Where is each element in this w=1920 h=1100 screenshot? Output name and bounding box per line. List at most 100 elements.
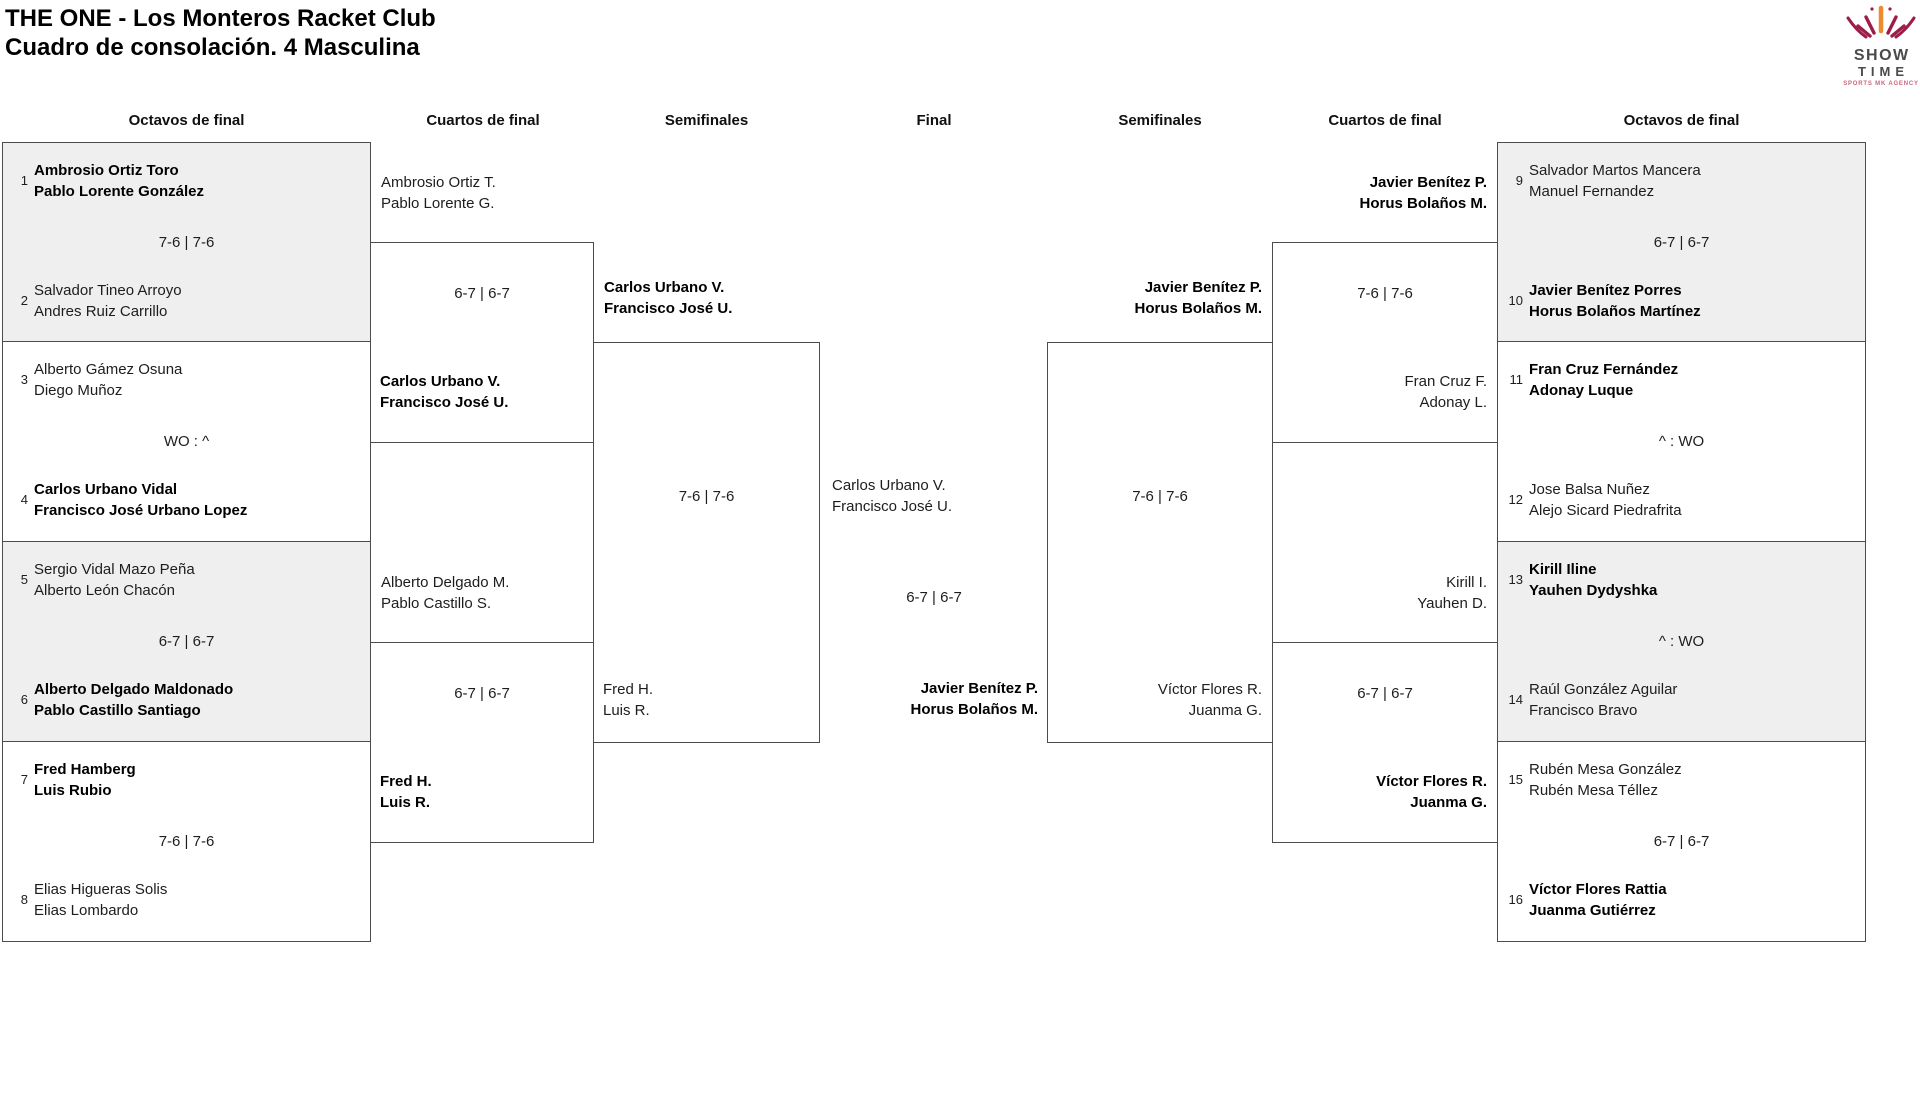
team-pair: Rubén Mesa González Rubén Mesa Téllez [1529, 759, 1682, 801]
seed-number: 1 [20, 173, 28, 188]
player-name: Kirill I. [1446, 574, 1487, 591]
match-score: 7-6 | 7-6 [1132, 488, 1188, 505]
player-name: Javier Benítez P. [920, 680, 1038, 697]
seed-number: 14 [1508, 692, 1523, 707]
logo-word-time: TIME [1857, 64, 1910, 79]
team-pair: Jose Balsa Nuñez Alejo Sicard Piedrafrit… [1529, 479, 1682, 521]
player-name: Fred Hamberg [34, 761, 136, 778]
match-score: 6-7 | 6-7 [158, 633, 215, 650]
player-name: Fran Cruz Fernández [1529, 361, 1679, 378]
match-box-qf-left-2: 6-7 | 6-7 Fred H. Luis R. [370, 642, 594, 843]
seed-number: 15 [1508, 772, 1523, 787]
player-name: Pablo Castillo Santiago [34, 702, 201, 719]
player-name: Elias Lombardo [34, 902, 139, 919]
match-cell-r16-left-3: 5 Sergio Vidal Mazo Peña Alberto León Ch… [2, 542, 371, 742]
match-score: 6-7 | 6-7 [454, 285, 510, 302]
player-name: Javier Benítez Porres [1529, 282, 1682, 299]
match-box-qf-left-1: 6-7 | 6-7 Carlos Urbano V. Francisco Jos… [370, 242, 594, 443]
match-score: 7-6 | 7-6 [1357, 285, 1413, 302]
player-name: Ambrosio Ortiz Toro [34, 162, 179, 179]
player-name: Salvador Martos Mancera [1529, 162, 1701, 179]
match-cell-r16-right-1: 9 Salvador Martos Mancera Manuel Fernand… [1497, 142, 1866, 342]
player-name: Horus Bolaños Martínez [1529, 303, 1701, 320]
player-name: Raúl González Aguilar [1529, 681, 1678, 698]
seed-number: 3 [20, 372, 28, 387]
match-box-sf-right: 7-6 | 7-6 Víctor Flores R. Juanma G. [1047, 342, 1273, 743]
logo-tagline: SPORTS MK AGENCY [1843, 81, 1919, 87]
player-name: Carlos Urbano V. [604, 279, 725, 296]
sf-left-team-a: Carlos Urbano V. Francisco José U. [604, 277, 732, 319]
showtime-logo: SHOW TIME SPORTS MK AGENCY [1842, 4, 1920, 87]
team-pair: Sergio Vidal Mazo Peña Alberto León Chac… [34, 559, 195, 601]
seed-number: 13 [1508, 572, 1523, 587]
match-score: 6-7 | 6-7 [1357, 685, 1413, 702]
player-name: Pablo Lorente González [34, 183, 205, 200]
qf-right-1-team-a: Javier Benítez P. Horus Bolaños M. [1281, 172, 1487, 214]
match-cell-r16-left-2: 3 Alberto Gámez Osuna Diego Muñoz WO : ^… [2, 342, 371, 542]
player-name: Kirill Iline [1529, 561, 1597, 578]
qf-left-2-team-b: Fred H. Luis R. [380, 771, 432, 813]
player-name: Yauhen Dydyshka [1529, 582, 1658, 599]
seed-number: 2 [20, 293, 28, 308]
player-name: Alberto León Chacón [34, 582, 175, 599]
sf-left-team-b: Fred H. Luis R. [603, 679, 653, 721]
seed-number: 4 [20, 492, 28, 507]
player-name: Fred H. [603, 681, 654, 698]
seed-number: 11 [1509, 372, 1524, 387]
qf-right-1-team-b: Fran Cruz F. Adonay L. [1404, 371, 1487, 413]
team-pair: Alberto Gámez Osuna Diego Muñoz [34, 359, 182, 401]
player-name: Adonay L. [1419, 394, 1487, 411]
player-name: Francisco Bravo [1529, 702, 1638, 719]
round-header-qf-right: Cuartos de final [1328, 112, 1442, 129]
match-score: WO : ^ [163, 433, 210, 450]
match-score: 7-6 | 7-6 [158, 234, 215, 251]
player-name: Horus Bolaños M. [1134, 300, 1262, 317]
player-name: Carlos Urbano V. [380, 373, 501, 390]
match-cell-r16-right-4: 15 Rubén Mesa González Rubén Mesa Téllez… [1497, 742, 1866, 942]
seed-number: 10 [1508, 293, 1523, 308]
team-pair: Carlos Urbano Vidal Francisco José Urban… [34, 479, 247, 521]
team-pair: Ambrosio Ortiz Toro Pablo Lorente Gonzál… [34, 160, 204, 202]
player-name: Víctor Flores R. [1157, 681, 1262, 698]
player-name: Rubén Mesa González [1529, 761, 1682, 778]
match-score: 6-7 | 6-7 [1653, 833, 1710, 850]
player-name: Fran Cruz F. [1404, 373, 1487, 390]
player-name: Pablo Lorente G. [381, 195, 495, 212]
team-pair: Salvador Martos Mancera Manuel Fernandez [1529, 160, 1701, 202]
match-box-sf-left: 7-6 | 7-6 Fred H. Luis R. [593, 342, 820, 743]
player-name: Alberto Gámez Osuna [34, 361, 183, 378]
qf-left-1-team-a: Ambrosio Ortiz T. Pablo Lorente G. [381, 172, 496, 214]
team-pair: Kirill Iline Yauhen Dydyshka [1529, 559, 1657, 601]
match-score: 7-6 | 7-6 [678, 488, 735, 505]
match-score: ^ : WO [1658, 633, 1705, 650]
page-title: THE ONE - Los Monteros Racket Club Cuadr… [5, 4, 436, 62]
player-name: Yauhen D. [1417, 595, 1487, 612]
player-name: Luis R. [380, 794, 431, 811]
team-pair: Fred Hamberg Luis Rubio [34, 759, 136, 801]
match-cell-r16-right-3: 13 Kirill Iline Yauhen Dydyshka ^ : WO 1… [1497, 542, 1866, 742]
player-name: Jose Balsa Nuñez [1529, 481, 1650, 498]
player-name: Andres Ruiz Carrillo [34, 303, 168, 320]
player-name: Víctor Flores Rattia [1529, 881, 1667, 898]
player-name: Alberto Delgado Maldonado [34, 681, 234, 698]
round-header-sf-left: Semifinales [664, 112, 749, 129]
round-header-r16-right: Octavos de final [1623, 112, 1740, 129]
player-name: Sergio Vidal Mazo Peña [34, 561, 195, 578]
player-name: Luis Rubio [34, 782, 112, 799]
qf-right-2-team-a: Kirill I. Yauhen D. [1281, 572, 1487, 614]
logo-word-show: SHOW [1853, 47, 1910, 64]
round-header-final: Final [916, 112, 952, 129]
player-name: Francisco José U. [380, 394, 509, 411]
player-name: Víctor Flores R. [1376, 773, 1487, 790]
club-title: THE ONE - Los Monteros Racket Club [5, 5, 436, 32]
seed-number: 6 [20, 692, 28, 707]
seed-number: 9 [1515, 173, 1523, 188]
seed-number: 16 [1508, 892, 1523, 907]
player-name: Luis R. [603, 702, 650, 719]
team-pair: Javier Benítez Porres Horus Bolaños Mart… [1529, 280, 1701, 322]
player-name: Manuel Fernandez [1529, 183, 1655, 200]
sf-right-team-b: Víctor Flores R. Juanma G. [1158, 679, 1262, 721]
player-name: Carlos Urbano Vidal [34, 481, 178, 498]
seed-number: 12 [1508, 492, 1523, 507]
